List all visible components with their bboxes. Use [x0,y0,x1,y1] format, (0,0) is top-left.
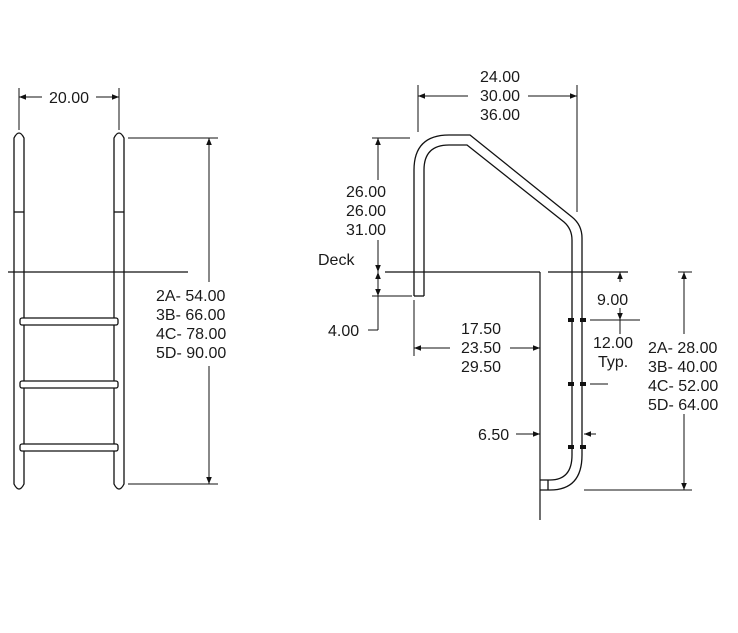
deck-label: Deck [318,252,355,269]
step-spacing-dimension [590,272,640,385]
front-view: 20.00 2A- 54.00 3B- 66.00 4C- 78.00 5D- … [8,88,226,490]
rail-height-label-1: 26.00 [346,184,386,201]
front-width-dimension [18,88,120,130]
top-width-label-3: 36.00 [480,107,520,124]
depth-label-5d: 5D- 64.00 [648,397,718,414]
side-top-width-dimension [417,85,578,212]
anchor-depth-label: 4.00 [328,323,359,340]
step-spacing-label: 12.00 [593,335,633,352]
anchor-offset-label-3: 29.50 [461,359,501,376]
depth-label-3b: 3B- 40.00 [648,359,717,376]
front-ladder-treads [19,317,119,452]
front-width-label: 20.00 [49,90,89,107]
anchor-offset-dimension [413,300,540,356]
front-height-label-3b: 3B- 66.00 [156,307,225,324]
front-height-dimension [128,137,218,485]
top-width-label-1: 24.00 [480,69,520,86]
side-view: 24.00 30.00 36.00 26.00 26.00 31.00 Deck… [318,69,718,520]
deck-and-wall [385,271,628,520]
anchor-offset-label-2: 23.50 [461,340,501,357]
front-ladder-rails [13,132,125,490]
depth-dimension [584,271,692,491]
front-height-label-2a: 2A- 54.00 [156,288,225,305]
front-height-label-4c: 4C- 78.00 [156,326,226,343]
step-spacing-sub-label: Typ. [598,354,628,371]
front-height-label-5d: 5D- 90.00 [156,345,226,362]
depth-label-4c: 4C- 52.00 [648,378,718,395]
step-brackets [568,318,586,449]
top-width-label-2: 30.00 [480,88,520,105]
depth-label-2a: 2A- 28.00 [648,340,717,357]
rail-height-dimension [372,137,410,272]
rail-height-label-2: 26.00 [346,203,386,220]
rail-height-label-3: 31.00 [346,222,386,239]
step-spacing-top-label: 9.00 [597,292,628,309]
side-handrail [413,134,583,491]
anchor-offset-label-1: 17.50 [461,321,501,338]
wall-offset-label: 6.50 [478,427,509,444]
anchor-depth-dimension [368,272,412,331]
